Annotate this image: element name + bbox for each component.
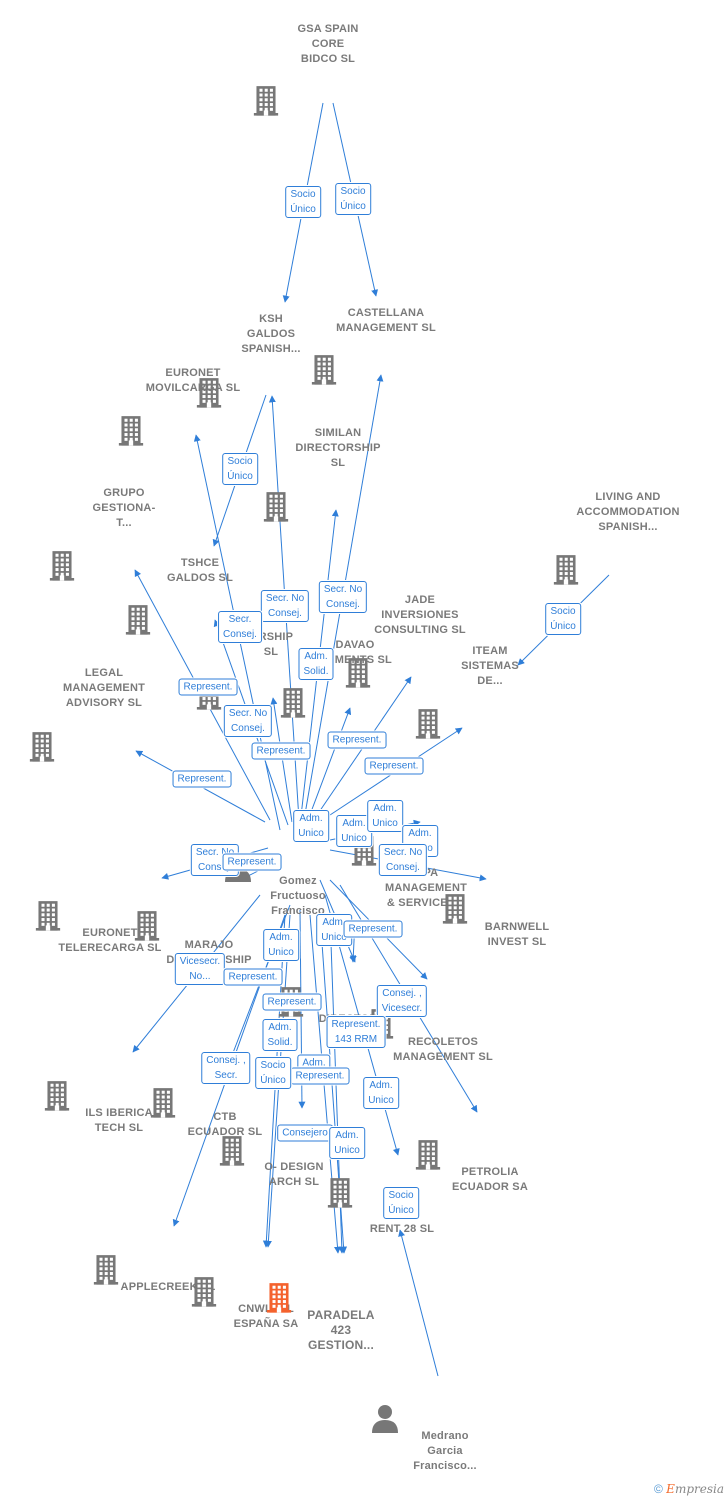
edge-role-label: Socio Único [222, 453, 258, 485]
edge-role-label: Represent. [172, 770, 232, 788]
edge-role-label: Adm. Unico [263, 929, 299, 961]
edge-role-label: Adm. Unico [363, 1077, 399, 1109]
edge-medrano-to-rent [398, 1229, 439, 1377]
edge-role-label: Consej. , Vicesecr. [376, 985, 428, 1017]
edge-role-label: Consej. , Secr. [201, 1052, 251, 1084]
edge-role-label: Adm. Unico [367, 800, 403, 832]
footer: © Empresia [654, 1482, 724, 1496]
node-label: LEGAL MANAGEMENT ADVISORY SL [62, 667, 146, 709]
node-label: LIVING AND ACCOMMODATION SPANISH... [576, 491, 680, 533]
edge-role-label: Adm. Unico [336, 815, 372, 847]
edge-role-label: Represent. [290, 1067, 350, 1085]
edge-role-label: Adm. Solid. [298, 648, 334, 680]
node-label: TSHCE GALDOS SL [167, 557, 233, 584]
edge-role-label: Socio Único [545, 603, 581, 635]
node-label: KSH GALDOS SPANISH... [241, 313, 301, 355]
node-label: ILS IBERICA TECH SL [85, 1107, 153, 1134]
edge-role-label: Secr. No Consej. [378, 844, 428, 876]
edge-role-label: Represent. 143 RRM [326, 1016, 386, 1048]
node-label: EURONET MOVILCARGA SL [145, 367, 241, 394]
node-label: Gomez Fructuoso Francisco [270, 875, 326, 917]
empresia-logo[interactable]: Empresia [666, 1482, 724, 1496]
node-label: GRUPO GESTIONA- T... [92, 487, 156, 529]
node-label: JADE INVERSIONES CONSULTING SL [374, 594, 466, 636]
node-label: ITEAM SISTEMAS DE... [461, 645, 519, 687]
brand-rest: mpresia [674, 1482, 724, 1496]
edge-role-label: Consejero [277, 1124, 333, 1142]
edge-role-label: Secr. No Consej. [223, 705, 273, 737]
edge-gomez-to-directorship_mid [270, 697, 293, 823]
edge-role-label: Secr. No Consej. [260, 590, 310, 622]
node-label: CTB ECUADOR SL [187, 1111, 263, 1138]
edge-role-label: Vicesecr. No... [174, 953, 226, 985]
edge-role-label: Socio Único [255, 1057, 291, 1089]
copyright-symbol: © [653, 1482, 663, 1496]
node-label: Medrano Garcia Francisco... [413, 1430, 477, 1472]
node-label: RECOLETOS MANAGEMENT SL [393, 1036, 493, 1063]
node-label: PARADELA 423 GESTION... [307, 1308, 375, 1352]
brand-first-letter: E [666, 1482, 675, 1496]
edge-role-label: Represent. [178, 678, 238, 696]
edge-role-label: Represent. [262, 993, 322, 1011]
node-label: GSA SPAIN CORE BIDCO SL [297, 23, 359, 65]
edge-gomez-to-davao [307, 707, 352, 821]
node-label: CASTELLANA MANAGEMENT SL [336, 307, 436, 334]
edge-role-label: Adm. Unico [293, 810, 329, 842]
edge-role-label: Secr. Consej. [218, 611, 262, 643]
edge-role-label: Secr. No Consej. [318, 581, 368, 613]
edge-role-label: Socio Único [285, 186, 321, 218]
edge-role-label: Adm. Unico [329, 1127, 365, 1159]
node-label: SIMILAN DIRECTORSHIP SL [295, 427, 381, 469]
edge-role-label: Socio Único [383, 1187, 419, 1219]
edge-role-label: Adm. Solid. [262, 1019, 298, 1051]
edge-role-label: Represent. [223, 968, 283, 986]
edge-role-label: Socio Único [335, 183, 371, 215]
node-label: BARNWELL INVEST SL [484, 921, 550, 948]
node-label: EURONET TELERECARGA SL [58, 927, 162, 954]
edge-role-label: Represent. [251, 742, 311, 760]
node-label: O- DESIGN ARCH SL [264, 1161, 324, 1188]
node-label: PETROLIA ECUADOR SA [452, 1166, 528, 1193]
edge-role-label: Represent. [343, 920, 403, 938]
node-label: RENT 28 SL [369, 1223, 435, 1235]
edge-role-label: Represent. [364, 757, 424, 775]
edge-role-label: Represent. [327, 731, 387, 749]
edge-role-label: Represent. [222, 853, 282, 871]
